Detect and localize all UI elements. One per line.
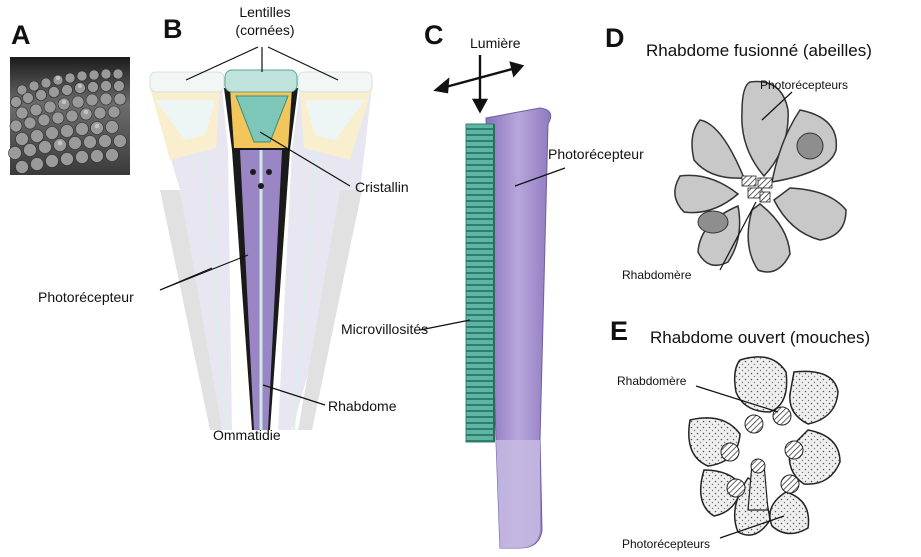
- fused-rhabdom-diagram: [675, 82, 846, 272]
- panel-b-letter: B: [163, 14, 183, 45]
- panel-e-letter: E: [610, 316, 628, 347]
- photoreceptor-illustration: [420, 55, 565, 548]
- photoreceptors-d-label: Photorécepteurs: [760, 78, 848, 92]
- panel-d-letter: D: [605, 23, 625, 54]
- panel-d-title: Rhabdome fusionné (abeilles): [646, 41, 872, 61]
- rhabdomere-d-label: Rhabdomère: [622, 268, 691, 282]
- rhabdomere-e-label: Rhabdomère: [617, 374, 686, 388]
- compound-eye-micrograph: [9, 57, 131, 175]
- crystallin-label: Cristallin: [355, 179, 409, 195]
- ommatidia-illustration: [150, 47, 372, 430]
- lenses-label-line1: Lentilles: [225, 4, 305, 20]
- microvilli-label: Microvillosités: [341, 321, 428, 337]
- open-rhabdom-diagram: [689, 357, 840, 538]
- lenses-label-line2: (cornées): [225, 22, 305, 38]
- rhabdom-label: Rhabdome: [328, 398, 397, 414]
- panel-c-letter: C: [424, 20, 444, 51]
- ommatidium-left: [150, 72, 232, 430]
- photoreceptor-b-label: Photorécepteur: [38, 289, 134, 305]
- light-label: Lumière: [470, 35, 521, 51]
- photoreceptors-e-label: Photorécepteurs: [622, 537, 710, 551]
- photoreceptor-c-label: Photorécepteur: [548, 146, 644, 162]
- ommatidium-label: Ommatidie: [213, 427, 281, 443]
- panel-e-title: Rhabdome ouvert (mouches): [650, 328, 870, 348]
- panel-a-letter: A: [11, 20, 31, 51]
